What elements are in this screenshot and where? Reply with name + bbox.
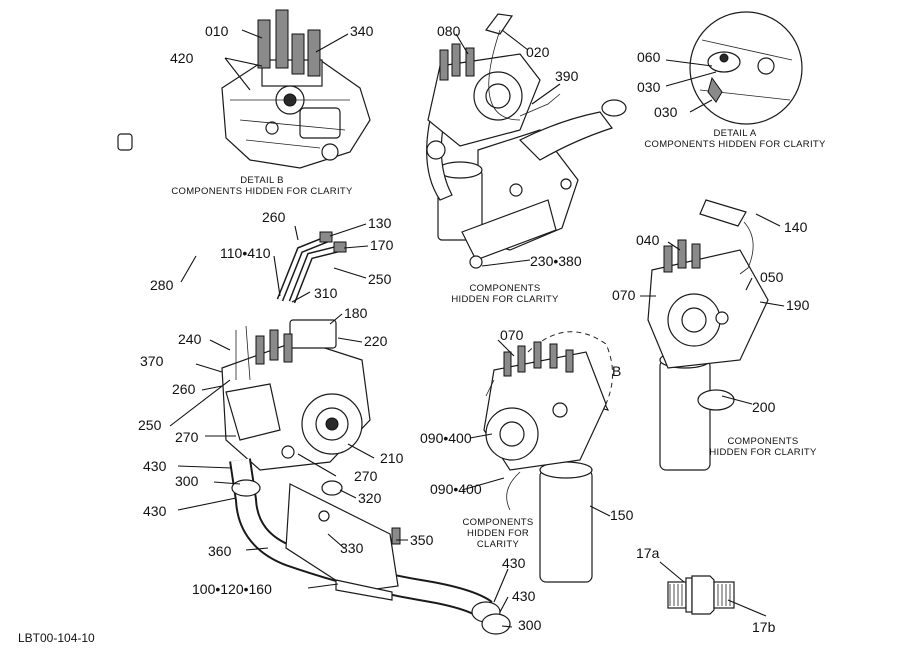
callout-010: 010 (205, 23, 229, 39)
callout-250-b: 250 (138, 417, 162, 433)
callout-270-a: 270 (175, 429, 199, 445)
callout-370: 370 (140, 353, 164, 369)
callout-130: 130 (368, 215, 392, 231)
callout-17b: 17b (752, 619, 776, 635)
callout-430-a: 430 (143, 458, 167, 474)
callout-330: 330 (340, 540, 364, 556)
detail-a-caption-line1: DETAIL A (713, 128, 756, 139)
callout-060: 060 (637, 49, 661, 65)
callout-090-400-b: 090•400 (430, 481, 482, 497)
detail-b-caption-line2: COMPONENTS HIDDEN FOR CLARITY (171, 186, 353, 197)
hidden-caption-center-line1: COMPONENTS (469, 283, 540, 294)
detail-a-caption-line2: COMPONENTS HIDDEN FOR CLARITY (644, 139, 826, 150)
callout-300-b: 300 (518, 617, 542, 633)
fitting-17 (667, 575, 735, 615)
callout-110-410: 110•410 (220, 245, 271, 261)
callout-280: 280 (150, 277, 174, 293)
callout-240: 240 (178, 331, 202, 347)
hidden-caption-lower-line1: COMPONENTS (462, 517, 533, 528)
detail-b-view (221, 9, 371, 169)
top-center-assembly (426, 13, 627, 269)
callout-070-a: 070 (612, 287, 636, 303)
callout-430-c: 430 (502, 555, 526, 571)
hidden-caption-lower-line3: CLARITY (477, 539, 520, 550)
callout-200: 200 (752, 399, 776, 415)
callout-030-a: 030 (637, 79, 661, 95)
right-assembly (647, 199, 769, 471)
callout-170: 170 (370, 237, 394, 253)
callout-390: 390 (555, 68, 579, 84)
callout-310: 310 (314, 285, 338, 301)
main-assembly (114, 133, 511, 635)
callout-050: 050 (760, 269, 784, 285)
callout-140: 140 (784, 219, 808, 235)
callout-300-a: 300 (175, 473, 199, 489)
callout-100-120-160: 100•120•160 (192, 581, 272, 597)
callout-420: 420 (170, 50, 194, 66)
callout-17a: 17a (636, 545, 660, 561)
view-letter-b: B (612, 363, 621, 379)
callout-230-380: 230•380 (530, 253, 582, 269)
callout-430-d: 430 (512, 588, 536, 604)
callout-340: 340 (350, 23, 374, 39)
callout-360: 360 (208, 543, 232, 559)
callout-260-a: 260 (262, 209, 286, 225)
callout-320: 320 (358, 490, 382, 506)
callout-190: 190 (786, 297, 810, 313)
callout-040: 040 (636, 232, 660, 248)
callout-270-b: 270 (354, 468, 378, 484)
hidden-caption-right-line2: HIDDEN FOR CLARITY (709, 447, 817, 458)
callout-150: 150 (610, 507, 634, 523)
callout-090-400-a: 090•400 (420, 430, 472, 446)
hidden-caption-center-line2: HIDDEN FOR CLARITY (451, 294, 559, 305)
callout-180: 180 (344, 305, 368, 321)
callout-220: 220 (364, 333, 388, 349)
detail-a-view (689, 11, 803, 125)
callout-250-a: 250 (368, 271, 392, 287)
detail-b-caption-line1: DETAIL B (240, 175, 284, 186)
callout-350: 350 (410, 532, 434, 548)
callout-260-b: 260 (172, 381, 196, 397)
callout-210: 210 (380, 450, 404, 466)
drawing-number: LBT00-104-10 (18, 631, 95, 645)
callout-430-b: 430 (143, 503, 167, 519)
callout-020: 020 (526, 44, 550, 60)
callout-070-b: 070 (500, 327, 524, 343)
callout-030-b: 030 (654, 104, 678, 120)
hidden-caption-right-line1: COMPONENTS (727, 436, 798, 447)
callout-080: 080 (437, 23, 461, 39)
hidden-caption-lower-line2: HIDDEN FOR (467, 528, 529, 539)
middle-assembly (483, 331, 614, 583)
